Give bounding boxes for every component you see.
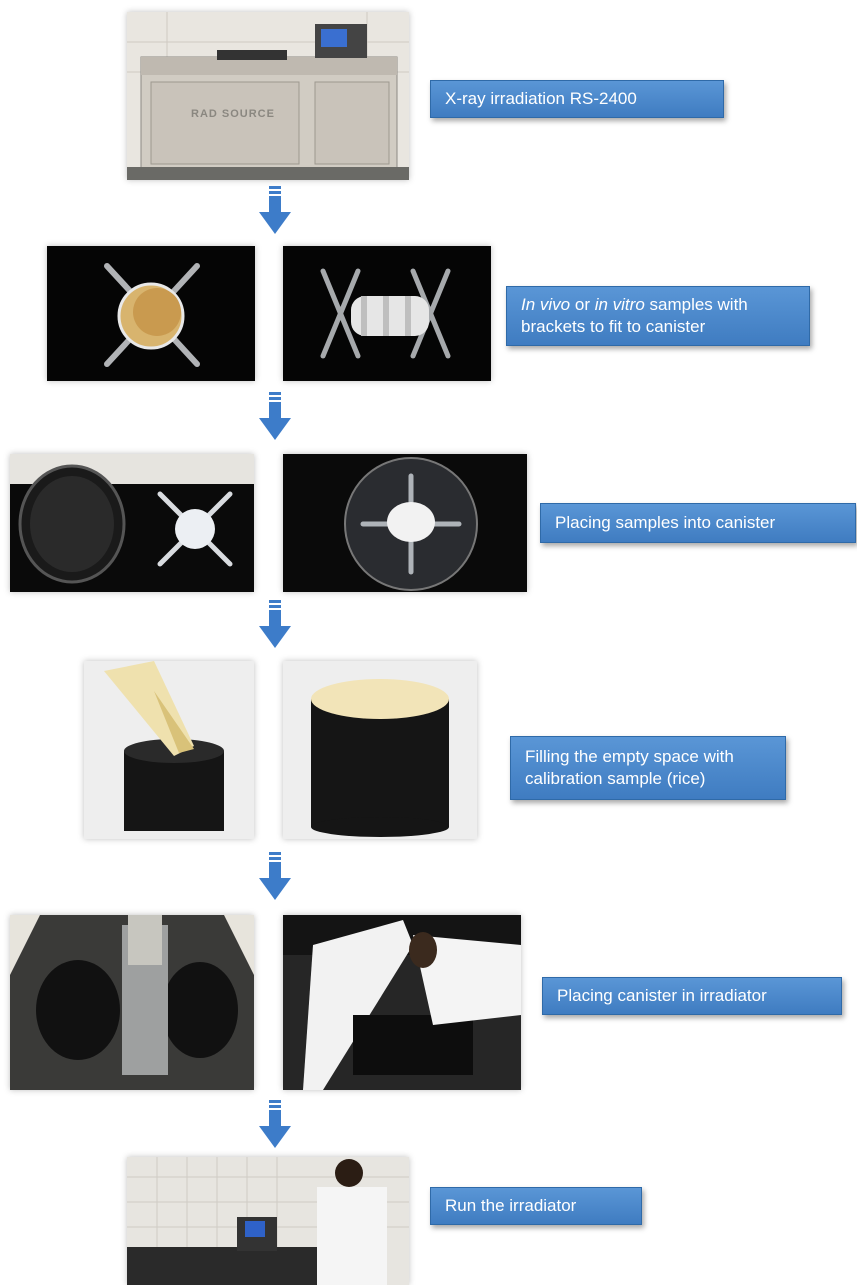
step-4-label-text: Filling the empty space with calibration… (525, 746, 771, 790)
photo-sample-inside-canister (283, 454, 527, 592)
down-arrow-icon (259, 1100, 291, 1150)
device-logo: RAD SOURCE (191, 108, 275, 120)
step-2-label-text: In vivo or in vitro samples with bracket… (521, 294, 795, 338)
photo-placing-canister-in-irradiator (283, 915, 521, 1090)
step-6-label-text: Run the irradiator (445, 1195, 576, 1217)
irradiator-illustration (127, 12, 409, 180)
step-4-label: Filling the empty space with calibration… (510, 736, 786, 800)
down-arrow-icon (259, 600, 291, 650)
photo-pouring-rice-into-canister (84, 661, 254, 839)
photo-operator-running-irradiator (127, 1157, 409, 1285)
step-6-label: Run the irradiator (430, 1187, 642, 1225)
step-1-label: X-ray irradiation RS-2400 (430, 80, 724, 118)
photo-open-canister-and-sample (10, 454, 254, 592)
step-5-label-text: Placing canister in irradiator (557, 985, 767, 1007)
step-1-label-text: X-ray irradiation RS-2400 (445, 88, 637, 110)
step-2-label: In vivo or in vitro samples with bracket… (506, 286, 810, 346)
photo-canister-filled-with-rice (283, 661, 477, 839)
down-arrow-icon (259, 392, 291, 442)
step-5-label: Placing canister in irradiator (542, 977, 842, 1015)
down-arrow-icon (259, 186, 291, 236)
photo-sample-tube-with-brackets (283, 246, 491, 381)
photo-sample-dish-with-brackets (47, 246, 255, 381)
step-3-label-text: Placing samples into canister (555, 512, 775, 534)
down-arrow-icon (259, 852, 291, 902)
photo-irradiator-rs2400: RAD SOURCE (127, 12, 409, 180)
step-3-label: Placing samples into canister (540, 503, 856, 543)
photo-canisters-in-irradiator (10, 915, 254, 1090)
